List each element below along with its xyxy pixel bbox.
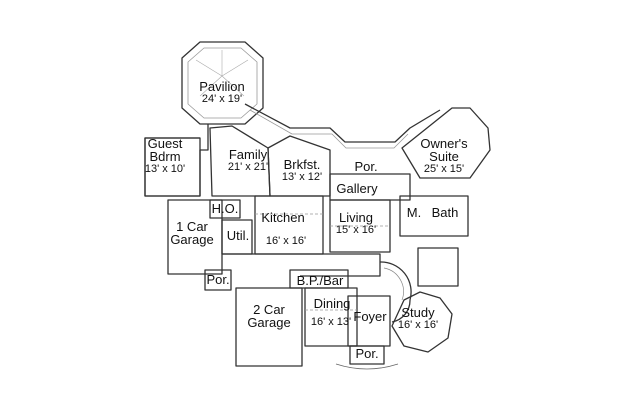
room-label-kitchen-dims: 16' x 16' xyxy=(265,235,307,247)
room-label-family: Family 21' x 21' xyxy=(227,147,269,173)
car2-outline xyxy=(235,287,303,367)
room-label-ho: H.O. xyxy=(211,201,239,216)
rear-porch-outline xyxy=(244,103,441,143)
room-label-guest-bdrm: Guest Bdrm 13' x 10' xyxy=(144,136,186,175)
room-label-brkfst: Brkfst. 13' x 12' xyxy=(281,157,323,183)
room-label-por-top: Por. xyxy=(354,159,378,174)
pavilion-outline xyxy=(181,41,264,125)
room-label-kitchen: Kitchen xyxy=(261,210,305,225)
room-label-gallery: Gallery xyxy=(336,181,378,196)
mid-hall xyxy=(222,253,381,277)
room-label-owners-suite: Owner's Suite 25' x 15' xyxy=(420,136,468,175)
closet-outline xyxy=(417,247,459,287)
dining-outline xyxy=(304,287,358,347)
study-outline xyxy=(391,291,453,353)
room-label-util: Util. xyxy=(226,228,250,243)
owners-suite-outline xyxy=(401,107,491,179)
master-bath-outline xyxy=(399,195,469,237)
room-label-bath: Bath xyxy=(431,205,459,220)
room-label-car1: 1 Car Garage xyxy=(170,219,214,247)
room-label-bp-bar: B.P./Bar xyxy=(296,273,344,288)
room-label-dining-dims: 16' x 13' xyxy=(310,316,352,328)
pavilion-fan xyxy=(195,50,249,97)
stair xyxy=(379,261,412,323)
room-label-living: Living 15' x 16' xyxy=(335,210,377,236)
room-label-m: M. xyxy=(406,205,422,220)
room-label-foyer: Foyer xyxy=(353,309,387,324)
room-label-dining: Dining xyxy=(313,296,351,311)
left-porch-outline xyxy=(204,269,232,291)
room-label-car2: 2 Car Garage xyxy=(247,302,291,330)
room-label-por-bottom: Por. xyxy=(355,346,379,361)
room-label-pavilion: Pavilion 24' x 19' xyxy=(199,79,245,105)
guest-bdrm-outline xyxy=(144,137,201,197)
front-porch-outline xyxy=(349,345,385,365)
pavilion-inner xyxy=(187,47,258,119)
room-label-study: Study 16' x 16' xyxy=(397,305,439,331)
ho-outline xyxy=(209,199,241,219)
brkfst-outline xyxy=(267,135,331,197)
room-label-por-left: Por. xyxy=(206,272,230,287)
